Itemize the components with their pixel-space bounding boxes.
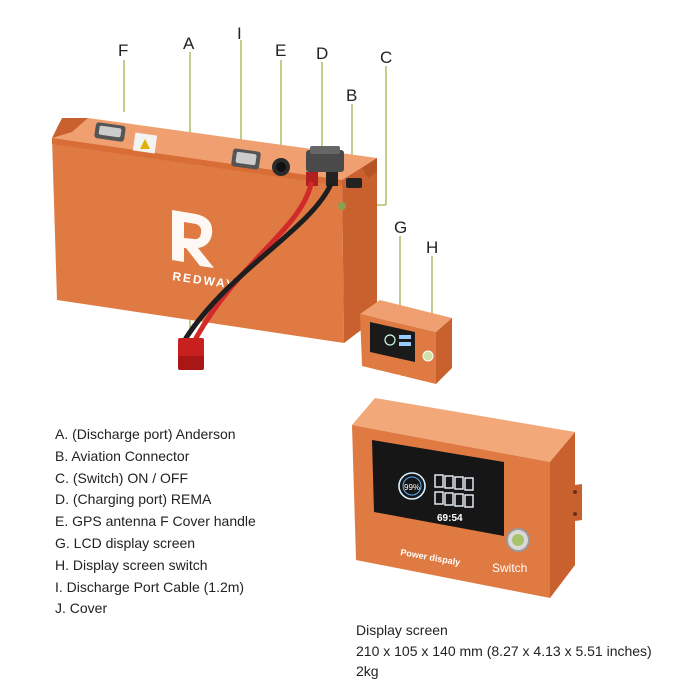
callout-f: F: [118, 41, 129, 60]
battery-pack: REDWAY: [52, 118, 377, 343]
display-unit-small: Power display: [360, 300, 452, 384]
display-screen-specs: Display screen 210 x 105 x 140 mm (8.27 …: [356, 620, 652, 682]
discharge-cable: [183, 181, 334, 341]
legend-item: B. Aviation Connector: [55, 447, 190, 464]
callout-i: I: [237, 24, 242, 43]
switch-label: Switch: [492, 561, 527, 575]
specs-title: Display screen: [356, 622, 448, 638]
lcd-percent: 99%: [404, 483, 420, 492]
legend-item: A. (Discharge port) Anderson: [55, 426, 236, 442]
callout-a: A: [183, 34, 195, 53]
legend-item: C. (Switch) ON / OFF: [55, 469, 188, 486]
component-legend: A. (Discharge port) Anderson B. Aviation…: [55, 424, 256, 620]
legend-item: H. Display screen switch: [55, 556, 208, 573]
specs-weight: 2kg: [356, 663, 379, 679]
display-unit-large: 99% 69:54 Switch Power dispaly: [352, 398, 582, 598]
legend-item: D. (Charging port) REMA: [55, 491, 212, 508]
callout-d: D: [316, 44, 329, 63]
callout-e: E: [275, 41, 287, 60]
lcd-time: 69:54: [437, 513, 463, 524]
callout-h: H: [426, 238, 439, 257]
legend-item: I. Discharge Port Cable (1.2m): [55, 578, 245, 595]
legend-item: G. LCD display screen: [55, 534, 196, 551]
anderson-connector: [178, 338, 204, 370]
callout-g: G: [394, 218, 408, 237]
specs-dimensions: 210 x 105 x 140 mm (8.27 x 4.13 x 5.51 i…: [356, 642, 652, 659]
callout-b: B: [346, 86, 358, 105]
legend-item: J. Cover: [55, 600, 108, 617]
callout-c: C: [380, 48, 393, 67]
legend-item: E. GPS antenna F Cover handle: [55, 513, 256, 530]
